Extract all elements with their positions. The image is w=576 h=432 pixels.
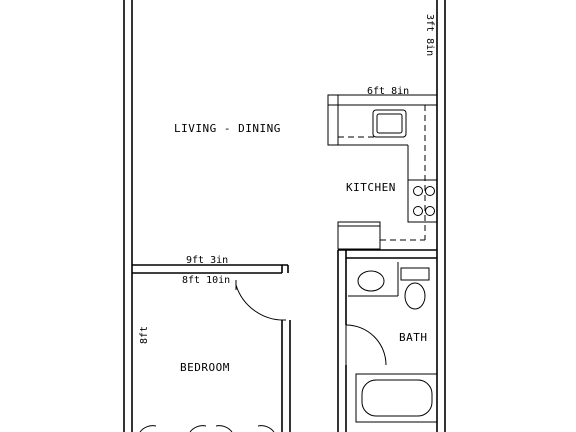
bedroom-label: BEDROOM bbox=[180, 361, 230, 374]
kitchen-top-dimension: 6ft 8in bbox=[367, 86, 409, 97]
bedroom-wall-top-dimension: 9ft 3in bbox=[186, 255, 228, 266]
bath-door-icon bbox=[345, 324, 387, 366]
right-wall-dimension: 3ft 8in bbox=[424, 14, 435, 56]
bedroom-side-dimension: 8ft bbox=[139, 326, 150, 344]
bath-label: BATH bbox=[399, 331, 428, 344]
bath-sink-icon bbox=[348, 262, 399, 297]
bath-walls bbox=[337, 249, 437, 432]
toilet-icon bbox=[400, 267, 430, 310]
stove-icon bbox=[407, 179, 438, 223]
closet-doors-icon bbox=[139, 425, 275, 432]
bedroom-door-icon bbox=[235, 280, 287, 321]
kitchen-counter bbox=[327, 94, 438, 241]
bedroom-wall-bottom-dimension: 8ft 10in bbox=[182, 275, 230, 286]
kitchen-sink-icon bbox=[372, 109, 407, 138]
bathtub-icon bbox=[355, 373, 438, 423]
living-dining-label: LIVING - DINING bbox=[174, 122, 281, 135]
refrigerator-icon bbox=[337, 221, 381, 250]
kitchen-label: KITCHEN bbox=[346, 181, 396, 194]
bedroom-walls bbox=[132, 264, 291, 432]
outer-walls bbox=[123, 0, 446, 432]
